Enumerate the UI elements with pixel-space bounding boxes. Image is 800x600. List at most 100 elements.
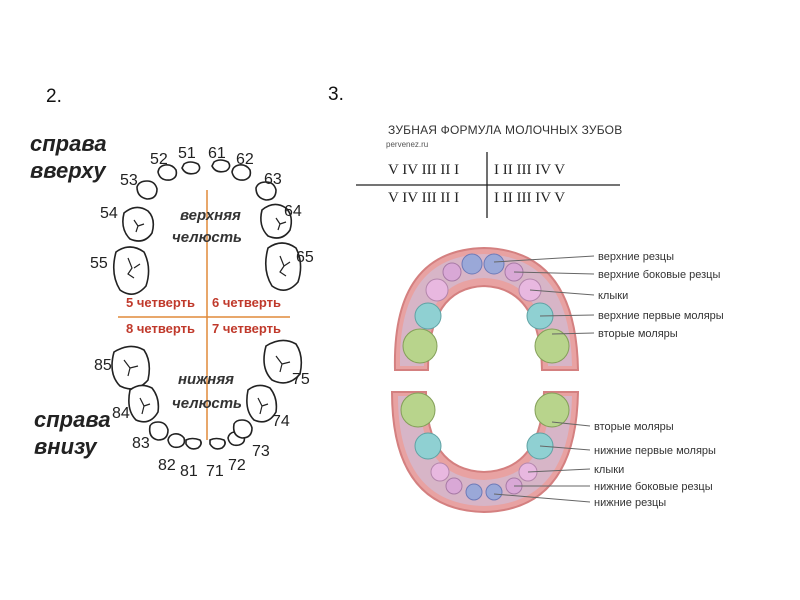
tooth-number: 53 bbox=[120, 172, 138, 189]
quarter-divider bbox=[118, 190, 290, 440]
upper-tooth-numbers: 55 54 53 52 51 61 62 63 64 65 bbox=[90, 145, 314, 272]
upper-canine-left bbox=[425, 278, 449, 302]
leader-line bbox=[551, 421, 591, 427]
molar-details bbox=[123, 217, 291, 415]
tooth-number: 51 bbox=[178, 145, 196, 162]
lower-incisor-right bbox=[485, 483, 503, 501]
upper-incisor-left bbox=[461, 253, 483, 275]
label-lower-first-molars: нижние первые моляры bbox=[594, 445, 716, 457]
tooth-number: 61 bbox=[208, 145, 226, 162]
lower-legend: вторые моляры нижние первые моляры клыки… bbox=[594, 421, 716, 509]
upper-right-label-line-1: справа bbox=[30, 131, 107, 156]
tooth-number: 73 bbox=[252, 443, 270, 460]
formula-grid bbox=[356, 152, 620, 218]
upper-legend: верхние резцы верхние боковые резцы клык… bbox=[598, 251, 724, 340]
lower-lateral-incisor-left bbox=[445, 477, 463, 495]
tooth-61-shape bbox=[211, 159, 231, 173]
left-dental-chart bbox=[111, 159, 303, 450]
formula-source: pervenez.ru bbox=[386, 140, 429, 149]
label-lower-lateral-incisors: нижние боковые резцы bbox=[594, 481, 713, 493]
upper-jaw-label-line-1: верхняя bbox=[180, 207, 241, 224]
lower-second-molar-left bbox=[400, 392, 436, 428]
label-upper-canines: клыки bbox=[598, 290, 628, 302]
tooth-55-shape bbox=[112, 246, 150, 295]
tooth-number: 64 bbox=[284, 203, 302, 220]
upper-lateral-incisor-left bbox=[442, 262, 462, 282]
lower-jaw-label-line-1: нижняя bbox=[178, 371, 234, 388]
label-upper-second-molars: вторые моляры bbox=[598, 328, 678, 340]
lower-right-label: справа внизу bbox=[34, 406, 111, 460]
leader-line bbox=[551, 332, 595, 335]
leader-line bbox=[539, 314, 595, 317]
tooth-62-shape bbox=[231, 164, 252, 181]
tooth-82-shape bbox=[167, 433, 186, 449]
tooth-number: 62 bbox=[236, 151, 254, 168]
tooth-63-shape bbox=[255, 181, 277, 201]
tooth-74-shape bbox=[246, 384, 278, 423]
upper-right-label-line-2: вверху bbox=[30, 158, 106, 183]
label-upper-incisors: верхние резцы bbox=[598, 251, 674, 263]
lower-canine-left bbox=[430, 462, 450, 482]
upper-second-molar-right bbox=[534, 328, 570, 364]
tooth-number: 84 bbox=[112, 405, 130, 422]
label-lower-second-molars: вторые моляры bbox=[594, 421, 674, 433]
leader-line bbox=[539, 445, 591, 451]
tooth-83-shape bbox=[148, 421, 169, 441]
tooth-number: 52 bbox=[150, 151, 168, 168]
tooth-71-shape bbox=[209, 437, 226, 450]
tooth-64-shape bbox=[260, 203, 293, 239]
upper-arch bbox=[393, 246, 580, 371]
lower-incisor-left bbox=[465, 483, 483, 501]
lower-right-label-line-1: справа bbox=[34, 407, 111, 432]
quarter-8-label: 8 четверть bbox=[126, 321, 195, 336]
tooth-number: 82 bbox=[158, 457, 176, 474]
leader-line bbox=[529, 289, 595, 296]
lower-right-label-line-2: внизу bbox=[34, 434, 97, 459]
label-upper-lateral-incisors: верхние боковые резцы bbox=[598, 269, 720, 281]
formula-bottom-left: V IV III II I bbox=[388, 190, 460, 206]
upper-right-label: справа вверху bbox=[30, 130, 107, 184]
tooth-number: 54 bbox=[100, 205, 118, 222]
tooth-number: 81 bbox=[180, 463, 198, 480]
quarter-7-label: 7 четверть bbox=[212, 321, 281, 336]
leader-line bbox=[493, 493, 591, 503]
tooth-75-shape bbox=[263, 339, 303, 384]
tooth-number: 72 bbox=[228, 457, 246, 474]
quarter-6-label: 6 четверть bbox=[212, 295, 281, 310]
tooth-84-shape bbox=[128, 384, 160, 423]
formula-top-left: V IV III II I bbox=[388, 162, 460, 178]
lower-jaw-label-line-2: челюсть bbox=[172, 395, 242, 412]
leader-line bbox=[527, 468, 591, 473]
lower-first-molar-left bbox=[414, 432, 442, 460]
label-upper-first-molars: верхние первые моляры bbox=[598, 310, 724, 322]
formula-bottom-right: I II III IV V bbox=[494, 190, 566, 206]
tooth-52-shape bbox=[157, 164, 178, 181]
upper-incisor-right bbox=[483, 253, 505, 275]
quarter-5-label: 5 четверть bbox=[126, 295, 195, 310]
tooth-number: 55 bbox=[90, 255, 108, 272]
leader-line bbox=[493, 255, 595, 263]
leader-line bbox=[513, 271, 595, 275]
formula-title: ЗУБНАЯ ФОРМУЛА МОЛОЧНЫХ ЗУБОВ bbox=[388, 123, 623, 137]
lower-arch bbox=[390, 391, 580, 514]
label-lower-canines: клыки bbox=[594, 464, 624, 476]
tooth-73-shape bbox=[232, 419, 253, 439]
tooth-number: 75 bbox=[292, 371, 310, 388]
upper-first-molar-left bbox=[414, 302, 442, 330]
formula-top-right: I II III IV V bbox=[494, 162, 566, 178]
lower-tooth-numbers: 85 84 83 82 81 71 72 73 74 75 bbox=[94, 357, 310, 480]
upper-jaw-label-line-2: челюсть bbox=[172, 229, 242, 246]
slide-number-2: 2. bbox=[46, 86, 62, 107]
tooth-54-shape bbox=[122, 206, 155, 242]
lower-second-molar-right bbox=[534, 392, 570, 428]
tooth-81-shape bbox=[185, 437, 202, 450]
leader-lines bbox=[493, 255, 595, 503]
slide-number-3: 3. bbox=[328, 84, 344, 105]
tooth-number: 71 bbox=[206, 463, 224, 480]
tooth-53-shape bbox=[136, 180, 158, 200]
tooth-number: 65 bbox=[296, 249, 314, 266]
tooth-51-shape bbox=[181, 161, 201, 175]
label-lower-incisors: нижние резцы bbox=[594, 497, 666, 509]
tooth-number: 74 bbox=[272, 413, 290, 430]
